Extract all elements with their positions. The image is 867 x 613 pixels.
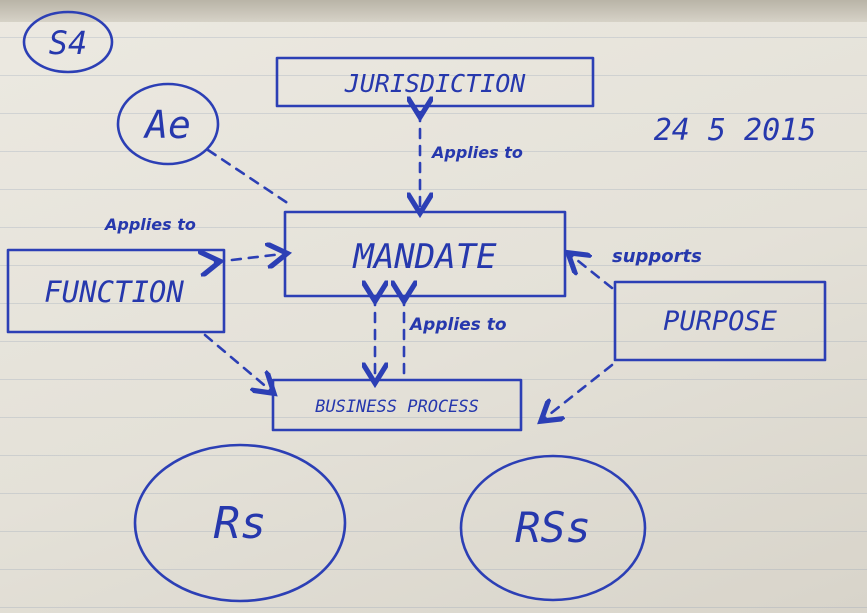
rs-left-circle — [133, 443, 347, 603]
jurisdiction-label: JURISDICTION — [344, 69, 527, 98]
purpose-box — [613, 280, 827, 362]
rs-right-label: RSs — [515, 503, 591, 552]
edge-purpose-process — [545, 363, 614, 418]
page-edge-shadow — [0, 0, 867, 22]
edge-function-mandate — [215, 254, 282, 262]
business-process-box — [271, 378, 523, 432]
edge-ae-mandate — [206, 148, 294, 208]
purpose-label: PURPOSE — [663, 306, 778, 337]
function-box — [6, 248, 226, 334]
edge-label-purpose-mandate: supports — [612, 246, 702, 267]
business-process-label: BUSINESS PROCESS — [315, 397, 479, 417]
rs-right-circle — [459, 454, 647, 602]
edge-label-jurisdiction-mandate: Applies to — [430, 143, 523, 162]
ae-circle — [116, 82, 220, 166]
edge-function-process — [203, 333, 270, 390]
edge-label-function-mandate: Applies to — [103, 215, 196, 234]
page-tag: S4 — [49, 24, 88, 62]
rs-left-label: Rs — [214, 498, 267, 549]
page-tag-circle — [22, 10, 114, 74]
function-label: FUNCTION — [44, 275, 184, 309]
date-label: 24 5 2015 — [654, 113, 817, 148]
edge-label-mandate-process: Applies to — [408, 315, 507, 335]
ae-label: Ae — [143, 103, 191, 147]
edge-purpose-mandate — [572, 256, 614, 290]
mandate-label: MANDATE — [352, 237, 497, 277]
jurisdiction-box — [275, 56, 595, 108]
